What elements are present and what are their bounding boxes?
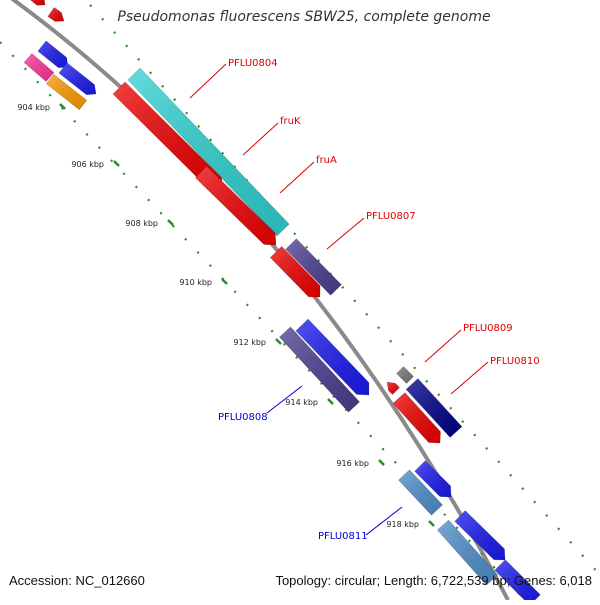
gene-label-pflu0807[interactable]: PFLU0807 [366, 211, 416, 222]
gene-blue-bottom[interactable] [494, 559, 541, 605]
gene-orange[interactable] [45, 73, 88, 111]
guide-inner [0, 41, 526, 601]
gene-gray[interactable] [396, 366, 414, 384]
gene-pflu0811-blue[interactable] [414, 460, 452, 498]
gene-label-pflu0809[interactable]: PFLU0809 [463, 323, 513, 334]
tick-label-908: 908 kbp [125, 219, 158, 228]
gene-pflu0804[interactable] [127, 67, 290, 237]
major-tick [327, 398, 334, 405]
tick-labels: 904 kbp 906 kbp 908 kbp 910 kbp 912 kbp … [17, 103, 419, 529]
gene-frua[interactable] [194, 165, 277, 246]
gene-features [23, 0, 541, 605]
gene-label-pflu0804[interactable]: PFLU0804 [228, 58, 278, 69]
tick-label-904: 904 kbp [17, 103, 50, 112]
gene-magenta[interactable] [23, 53, 55, 82]
connector-pflu0811 [365, 506, 403, 536]
gene-pflu0811[interactable] [398, 469, 443, 516]
tick-guides [0, 4, 600, 601]
tick-label-914: 914 kbp [285, 398, 318, 407]
tick-label-910: 910 kbp [179, 278, 212, 287]
topology-summary: Topology: circular; Length: 6,722,539 bp… [275, 573, 592, 588]
gene-pflu0808[interactable] [279, 326, 360, 413]
major-tick [428, 520, 435, 527]
major-tick [275, 338, 282, 345]
connector-pflu0808 [266, 385, 303, 414]
tick-label-918: 918 kbp [386, 520, 419, 529]
tick-label-906: 906 kbp [71, 160, 104, 169]
gene-label-pflu0810[interactable]: PFLU0810 [490, 356, 540, 367]
tick-label-916: 916 kbp [336, 459, 369, 468]
gene-labels: PFLU0804 fruK fruA PFLU0807 PFLU0809 PFL… [218, 58, 540, 542]
connector-pflu0807 [326, 217, 365, 250]
gene-red-top[interactable] [28, 0, 46, 6]
gene-label-fruk[interactable]: fruK [280, 116, 301, 127]
connector-pflu0809 [424, 329, 462, 363]
gene-red-mid[interactable] [269, 245, 321, 298]
gene-blue-a[interactable] [37, 40, 69, 69]
gene-label-pflu0811[interactable]: PFLU0811 [318, 531, 368, 542]
label-connectors [189, 63, 489, 536]
gene-pflu0810[interactable] [405, 378, 463, 438]
gene-pflu0808-blue[interactable] [295, 318, 370, 396]
major-tick [167, 219, 174, 226]
connector-pflu0810 [450, 361, 489, 395]
map-title: Pseudomonas fluorescens SBW25, complete … [117, 9, 491, 25]
gene-blue-low[interactable] [454, 510, 506, 561]
major-tick [59, 103, 66, 110]
gene-pflu0809[interactable] [392, 392, 441, 444]
connector-frua [279, 161, 315, 194]
gene-red-small[interactable] [386, 381, 400, 395]
gene-steel-low[interactable] [436, 519, 499, 586]
connector-pflu0804 [189, 63, 227, 99]
major-tick [378, 459, 385, 466]
accession-text: Accession: NC_012660 [9, 573, 145, 588]
gene-label-frua[interactable]: fruA [316, 155, 337, 166]
guide-outer [89, 4, 600, 576]
gene-pflu0807[interactable] [285, 238, 342, 296]
tick-label-912: 912 kbp [233, 338, 266, 347]
major-tick [113, 160, 120, 167]
gene-label-pflu0808[interactable]: PFLU0808 [218, 412, 268, 423]
major-tick [221, 278, 228, 285]
gene-red-top-2[interactable] [47, 7, 65, 22]
gene-blue-b[interactable] [58, 62, 97, 96]
connector-fruk [242, 122, 279, 156]
